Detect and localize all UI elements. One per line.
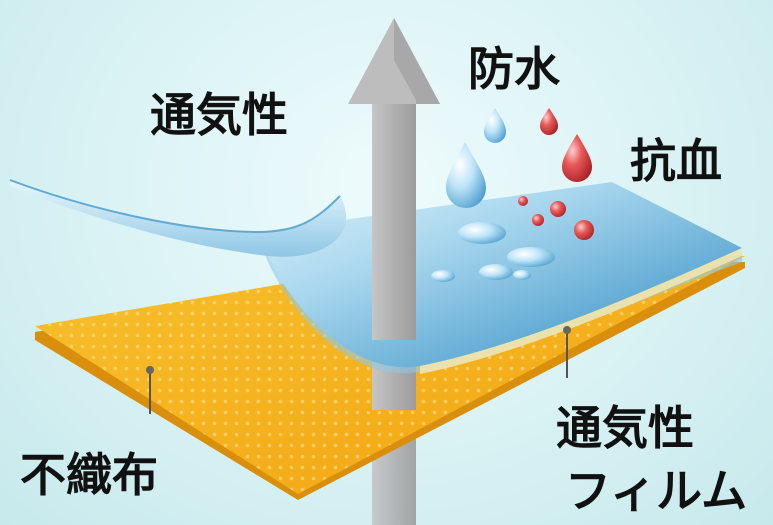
leader-lines: [146, 326, 571, 414]
breathable-film-label-line1: 通気性: [556, 401, 694, 455]
breathable-label: 通気性: [150, 88, 288, 142]
breathable-film-label-line2: フィルム: [565, 464, 748, 518]
waterproof-label: 防水: [468, 42, 560, 96]
anti-blood-label: 抗血: [630, 134, 722, 188]
water-drop-icon: [431, 108, 555, 282]
nonwoven-fabric-label: 不織布: [20, 448, 158, 502]
upward-arrow-icon: [348, 18, 440, 340]
blood-drop-icon: [518, 108, 594, 240]
